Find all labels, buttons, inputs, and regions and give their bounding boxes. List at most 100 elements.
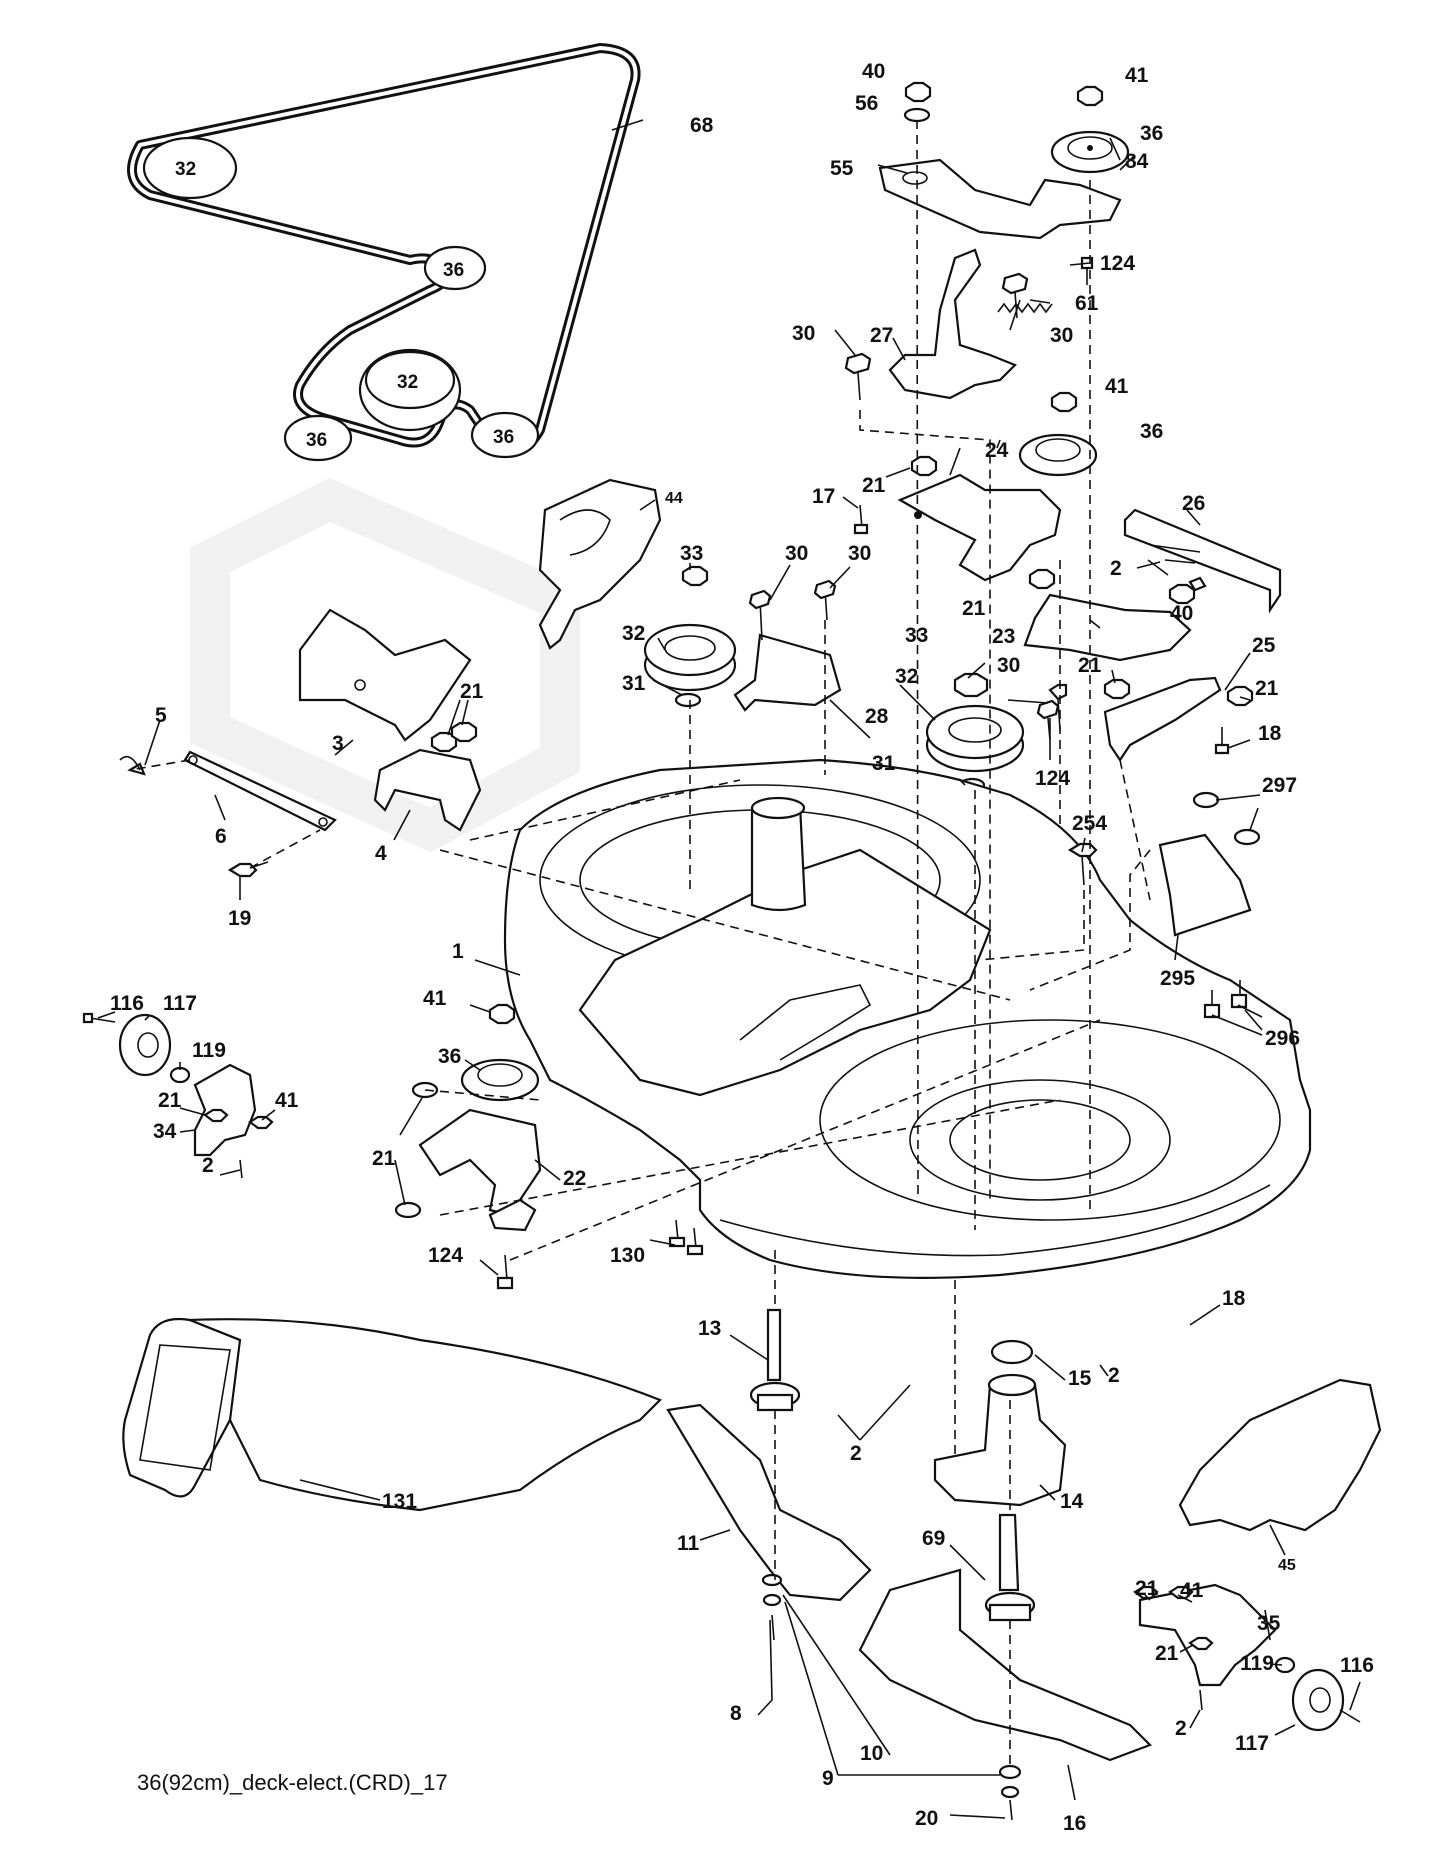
callout-27: 27 [870, 324, 893, 347]
callout-21: 21 [1255, 677, 1279, 700]
callout-5: 5 [155, 704, 167, 727]
callout-22: 22 [563, 1167, 586, 1190]
callout-6: 6 [215, 825, 227, 848]
callout-17: 17 [812, 485, 835, 508]
gauge-wheel-right [1133, 1583, 1361, 1732]
callout-56: 56 [855, 92, 878, 115]
callout-68: 68 [690, 114, 714, 137]
callout-41: 41 [275, 1089, 299, 1112]
callout-21: 21 [862, 474, 886, 497]
callout-117: 117 [1235, 1732, 1269, 1755]
callout-40: 40 [1170, 602, 1193, 625]
callout-8: 8 [730, 1702, 742, 1725]
callout-40: 40 [862, 60, 885, 83]
callout-41: 41 [1105, 375, 1129, 398]
lower-left-idler-assembly [394, 1003, 704, 1290]
callout-124: 124 [1100, 252, 1135, 275]
right-bracket-assembly [1023, 508, 1282, 762]
callout-18: 18 [1258, 722, 1282, 745]
diagram-caption: 36(92cm)_deck-elect.(CRD)_17 [137, 1770, 448, 1795]
callout-16: 16 [1063, 1812, 1086, 1835]
callout-10: 10 [860, 1742, 883, 1765]
callout-69: 69 [922, 1527, 945, 1550]
assembly-lines [129, 119, 1151, 1770]
callout-30: 30 [848, 542, 871, 565]
callout-21: 21 [1078, 654, 1102, 677]
mower-deck [503, 758, 1312, 1279]
callout-21: 21 [460, 680, 484, 703]
callout-31: 31 [872, 752, 896, 775]
callout-124: 124 [428, 1244, 463, 1267]
callout-41: 41 [423, 987, 447, 1010]
callout-35: 35 [1257, 1612, 1281, 1635]
callout-15: 15 [1068, 1367, 1092, 1390]
callout-295: 295 [1160, 967, 1195, 990]
callout-21: 21 [372, 1147, 396, 1170]
belt-pulley-label: 32 [397, 372, 418, 393]
callout-11: 11 [677, 1532, 700, 1555]
callout-24: 24 [985, 439, 1009, 462]
callout-23: 23 [992, 625, 1015, 648]
callout-131: 131 [382, 1490, 417, 1513]
callout-33: 33 [680, 542, 703, 565]
deflector-assembly [1067, 791, 1261, 1019]
callout-1: 1 [452, 940, 464, 963]
callout-254: 254 [1072, 812, 1107, 835]
callout-21: 21 [1135, 1577, 1159, 1600]
callout-130: 130 [610, 1244, 645, 1267]
leader-lines [97, 119, 1361, 1819]
callout-61: 61 [1075, 292, 1099, 315]
callout-84: 84 [1125, 150, 1149, 173]
callout-124: 124 [1035, 767, 1070, 790]
callout-31: 31 [622, 672, 646, 695]
belt-pulley-label: 36 [443, 260, 464, 281]
belt-pulley-label: 36 [306, 430, 327, 451]
callout-13: 13 [698, 1317, 721, 1340]
callout-36: 36 [1140, 122, 1163, 145]
callout-32: 32 [895, 665, 918, 688]
callout-117: 117 [163, 992, 197, 1015]
callout-55: 55 [830, 157, 854, 180]
callout-labels: 40 41 56 36 55 84 68 124 61 27 30 30 41 … [110, 60, 1374, 1835]
callout-20: 20 [915, 1807, 938, 1830]
callout-21: 21 [962, 597, 986, 620]
callout-30: 30 [997, 654, 1020, 677]
callout-2: 2 [1175, 1717, 1187, 1740]
callout-32: 32 [622, 622, 645, 645]
callout-36: 36 [438, 1045, 461, 1068]
callout-30: 30 [785, 542, 808, 565]
callout-297: 297 [1262, 774, 1297, 797]
callout-41: 41 [1180, 1579, 1204, 1602]
belt-pulley-labels: 32 36 32 36 36 [175, 159, 514, 451]
callout-9: 9 [822, 1767, 834, 1790]
left-bracket-assembly [119, 608, 482, 878]
spindle-blade-assembly [666, 1308, 1152, 1821]
callout-34: 34 [153, 1120, 177, 1143]
callout-2: 2 [850, 1442, 862, 1465]
callout-119: 119 [1240, 1652, 1274, 1675]
discharge-chute [122, 1317, 662, 1512]
center-pulley-assembly [643, 565, 1060, 793]
belt-cover-left [538, 478, 662, 650]
callout-45: 45 [1278, 1557, 1296, 1574]
callout-25: 25 [1252, 634, 1276, 657]
callout-2: 2 [202, 1154, 214, 1177]
idler-arm-assembly [844, 81, 1136, 590]
callout-3: 3 [332, 732, 344, 755]
callout-30: 30 [1050, 324, 1073, 347]
callout-4: 4 [375, 842, 387, 865]
callout-119: 119 [192, 1039, 226, 1062]
callout-14: 14 [1060, 1490, 1084, 1513]
belt-pulley-label: 32 [175, 159, 196, 180]
belt-pulley-label: 36 [493, 427, 514, 448]
callout-2: 2 [1110, 557, 1122, 580]
callout-21: 21 [158, 1089, 182, 1112]
belt-pulleys [142, 136, 540, 462]
callout-36: 36 [1140, 420, 1163, 443]
callout-44: 44 [665, 490, 683, 507]
callout-28: 28 [865, 705, 889, 728]
callout-33: 33 [905, 624, 928, 647]
callout-21: 21 [1155, 1642, 1179, 1665]
callout-116: 116 [1340, 1654, 1374, 1677]
